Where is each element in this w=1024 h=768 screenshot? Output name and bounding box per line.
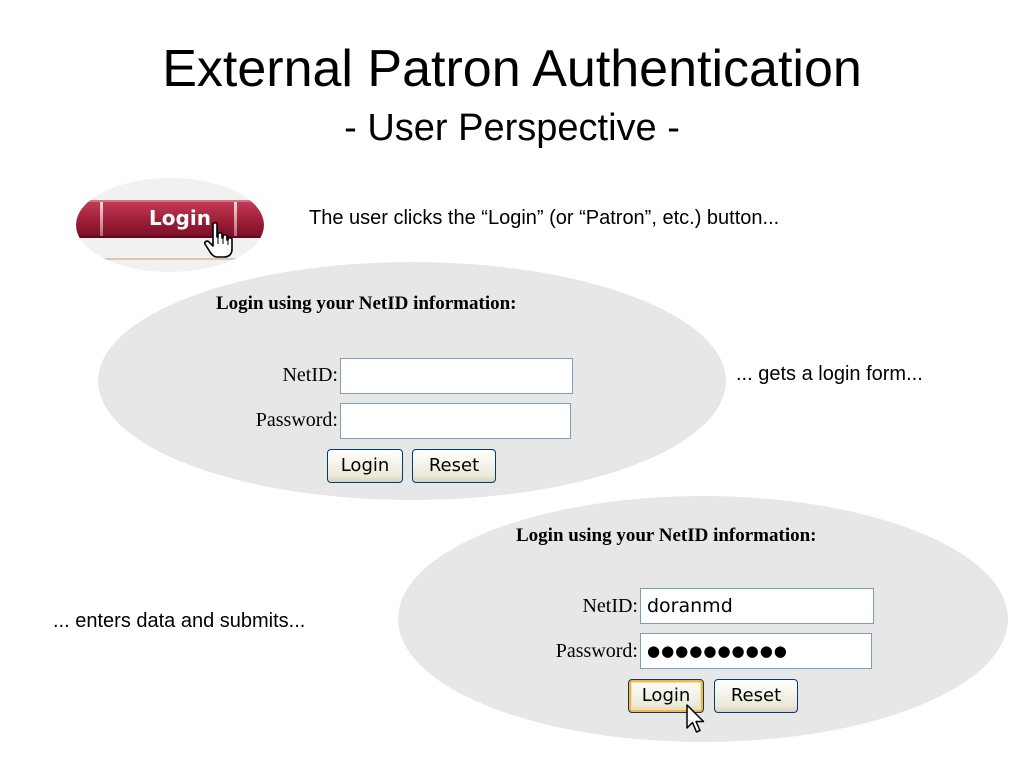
hand-pointer-icon xyxy=(204,222,233,258)
arrow-pointer-icon xyxy=(686,704,705,733)
login-form-filled: Login using your NetID information: NetI… xyxy=(398,496,1008,742)
login-button[interactable]: Login xyxy=(327,449,403,483)
caption-step-3: ... enters data and submits... xyxy=(53,610,306,632)
netid-label: NetID: xyxy=(282,364,338,386)
caption-step-1: The user clicks the “Login” (or “Patron”… xyxy=(309,207,780,229)
password-label: Password: xyxy=(555,640,638,662)
nav-divider xyxy=(234,202,237,236)
slide-title: External Patron Authentication xyxy=(162,40,862,98)
login-button[interactable]: Login xyxy=(628,679,704,713)
slide-subtitle: - User Perspective - xyxy=(344,107,680,149)
nav-bar-screenshot: Login xyxy=(76,178,264,272)
reset-button[interactable]: Reset xyxy=(714,679,798,713)
password-label: Password: xyxy=(255,409,338,431)
nav-divider xyxy=(100,202,103,236)
caption-step-2: ... gets a login form... xyxy=(736,363,923,385)
login-form-empty: Login using your NetID information: NetI… xyxy=(98,262,726,500)
reset-button[interactable]: Reset xyxy=(412,449,496,483)
netid-field[interactable] xyxy=(340,358,573,394)
netid-field[interactable] xyxy=(640,588,874,624)
nav-underline xyxy=(76,258,264,260)
form-heading: Login using your NetID information: xyxy=(516,525,817,546)
password-field[interactable] xyxy=(340,403,571,439)
form-heading: Login using your NetID information: xyxy=(216,293,517,314)
password-field[interactable] xyxy=(640,633,872,669)
nav-login-button[interactable]: Login xyxy=(149,206,211,230)
nav-bar: Login xyxy=(76,200,264,238)
netid-label: NetID: xyxy=(582,595,638,617)
